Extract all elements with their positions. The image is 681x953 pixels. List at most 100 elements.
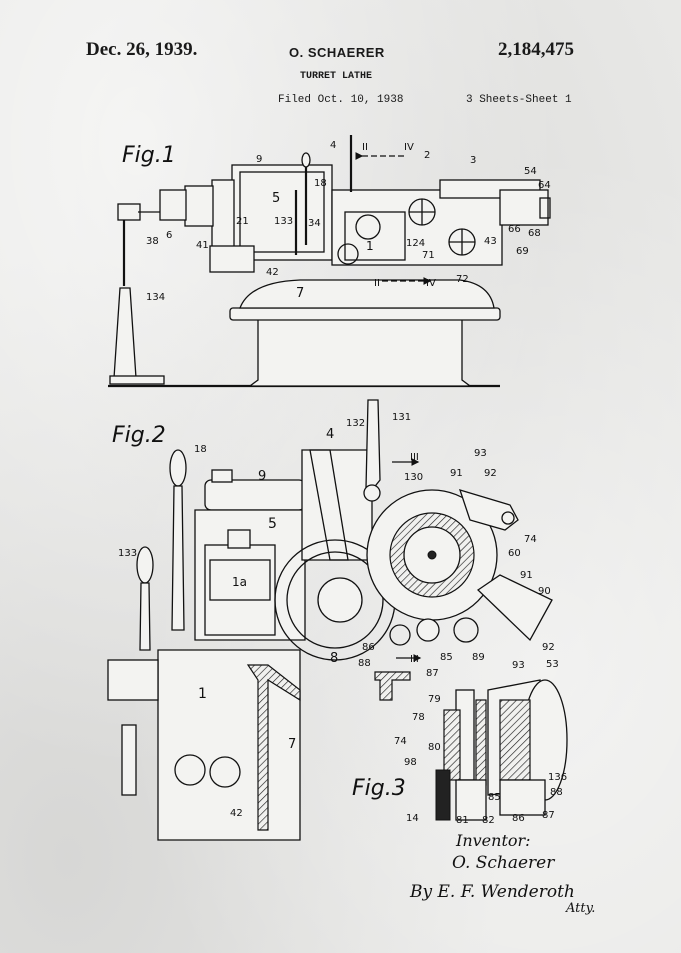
fig2-headstock-cover — [204, 479, 306, 511]
fig2-label-133: 133 — [118, 548, 137, 559]
fig3-label-86: 86 — [512, 813, 525, 824]
fig3-label-88: 88 — [550, 787, 563, 798]
signature-inventor-heading: Inventor: — [455, 831, 531, 850]
fig1-base-casting — [239, 279, 495, 309]
filed-date: Filed Oct. 10, 1938 — [278, 94, 404, 106]
fig2-arm-131 — [365, 399, 381, 491]
fig1-lever-knob — [301, 152, 311, 168]
fig1-label-21: 21 — [236, 216, 249, 227]
signature-atty-abbrev: Atty. — [565, 901, 595, 916]
fig2-bracket-87 — [374, 671, 411, 701]
fig1-label-34: 34 — [308, 218, 321, 229]
fig1-label-64: 64 — [538, 180, 551, 191]
fig2-pivot-130 — [363, 484, 381, 502]
fig1-label-iv-top: IV — [404, 142, 414, 153]
fig3-label-98: 98 — [404, 757, 417, 768]
fig3-label-78: 78 — [412, 712, 425, 723]
fig2-label-4: 4 — [326, 427, 334, 442]
fig2-lever-133-shaft — [139, 582, 151, 651]
fig2-label-18: 18 — [194, 444, 207, 455]
fig1-label-69: 69 — [516, 246, 529, 257]
fig2-cam-85 — [416, 618, 440, 642]
fig3-label-93: 93 — [512, 660, 525, 671]
fig1-label-iv-bottom: IV — [426, 278, 436, 289]
fig2-label-86: 86 — [362, 642, 375, 653]
fig2-lever-133-knob — [136, 546, 154, 584]
signature-block: Inventor: O. Schaerer By E. F. Wenderoth… — [409, 831, 595, 916]
fig1-handwheel-a — [355, 214, 381, 240]
fig1-label-134: 134 — [146, 292, 165, 303]
fig2-bracket-92 — [458, 489, 519, 531]
fig1-label-5: 5 — [272, 191, 280, 206]
fig3-label-74: 74 — [394, 736, 407, 747]
fig3-label-14: 14 — [406, 813, 419, 824]
fig3-label-82: 82 — [482, 815, 495, 826]
fig2-label-89: 89 — [472, 652, 485, 663]
patent-title: TURRET LATHE — [300, 71, 373, 82]
fig2-label-93: 93 — [474, 448, 487, 459]
fig2-label-iii-top: III — [410, 452, 419, 463]
fig2-label-8: 8 — [330, 651, 338, 666]
fig1-bed-plate — [229, 307, 501, 321]
fig1-label-4: 4 — [330, 140, 336, 151]
fig2-roller-b — [209, 756, 241, 788]
fig1-gearbox — [209, 245, 255, 273]
figure-3: Fig.3 92 93 53 79 78 74 80 98 14 81 82 8… — [352, 642, 568, 826]
fig2-label-7: 7 — [288, 737, 296, 752]
fig1-bar-guide — [117, 203, 141, 221]
fig3-label: Fig.3 — [352, 776, 406, 801]
fig2-roller-86 — [389, 624, 411, 646]
fig3-label-85: 85 — [488, 792, 501, 803]
fig2-chip-guard-7 — [246, 664, 301, 831]
fig1-label-38: 38 — [146, 236, 159, 247]
fig2-label-42: 42 — [230, 808, 243, 819]
fig2-label-60: 60 — [508, 548, 521, 559]
fig3-label-53: 53 — [546, 659, 559, 670]
fig1-label-71: 71 — [422, 250, 435, 261]
figure-2: Fig.2 — [107, 399, 553, 841]
fig2-lever-18-knob — [169, 449, 187, 487]
fig3-screw-housing-right — [475, 699, 487, 786]
fig1-label-124: 124 — [406, 238, 425, 249]
fig1-label-1: 1 — [366, 239, 374, 253]
fig2-cam-lever — [309, 449, 349, 561]
fig3-label-81: 81 — [456, 815, 469, 826]
fig2-label-74: 74 — [524, 534, 537, 545]
fig2-label-1a: 1a — [232, 575, 247, 589]
fig3-screw-housing — [443, 709, 461, 781]
fig1-label-9: 9 — [256, 154, 262, 165]
fig2-label-91a: 91 — [450, 468, 463, 479]
fig3-lower-gear-85 — [499, 779, 546, 816]
fig2-turret-center — [427, 550, 437, 560]
fig1-label-18: 18 — [314, 178, 327, 189]
fig1-label-43: 43 — [484, 236, 497, 247]
fig2-label-92: 92 — [484, 468, 497, 479]
fig1-label-3: 3 — [470, 155, 476, 166]
fig2-handwheel-side — [121, 724, 137, 796]
fig1-apron — [344, 211, 406, 261]
fig1-headstock-panel — [239, 171, 325, 253]
fig2-clamp-block — [107, 659, 159, 701]
fig2-label-iii-bottom: III — [410, 654, 419, 665]
fig2-label-87: 87 — [426, 668, 439, 679]
fig1-tailstock — [499, 189, 549, 226]
fig2-label: Fig.2 — [112, 423, 166, 448]
fig2-spindle-cap — [209, 559, 271, 601]
figure-1: Fig.1 — [108, 135, 551, 388]
fig2-roller-a — [174, 754, 206, 786]
fig1-handwheel-b — [337, 243, 359, 265]
fig2-gear-8-mid — [286, 551, 384, 649]
fig1-headstock — [231, 164, 333, 261]
fig2-lever-18-shaft — [171, 485, 185, 631]
fig3-gear-14 — [435, 769, 451, 821]
fig2-label-5: 5 — [268, 516, 277, 532]
fig3-label-87: 87 — [542, 810, 555, 821]
fig1-label-ii-top: II — [362, 142, 368, 153]
fig1-label-66: 66 — [508, 224, 521, 235]
fig1-collet — [159, 189, 187, 221]
fig1-label-2: 2 — [424, 150, 430, 161]
signature-attorney: By E. F. Wenderoth — [409, 882, 575, 902]
fig2-spindle-nut — [227, 529, 251, 549]
patent-number: 2,184,475 — [498, 39, 574, 60]
